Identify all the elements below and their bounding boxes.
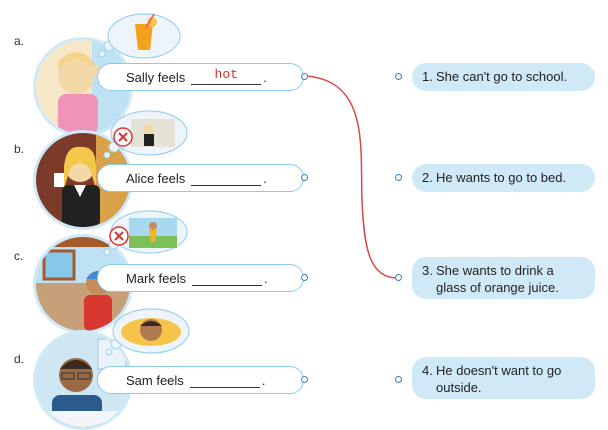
thought-bubble-sleeping	[105, 308, 190, 356]
option-4-line2: outside.	[436, 380, 482, 395]
item-letter-b: b.	[14, 142, 25, 156]
sentence-pill-d: Sam feels .	[97, 366, 304, 394]
option-2-number: 2.	[422, 170, 433, 185]
option-1-text: She can't go to school.	[436, 69, 568, 84]
answer-blank-a[interactable]: hot	[191, 68, 262, 85]
answer-blank-b[interactable]	[191, 170, 262, 186]
match-dot-right-4[interactable]	[395, 376, 402, 383]
thought-bubble-school-crossed	[103, 110, 188, 159]
option-3-line2: glass of orange juice.	[436, 280, 559, 295]
option-4-number: 4.	[422, 363, 433, 378]
answer-blank-c[interactable]	[191, 270, 262, 286]
thought-bubble-orange-juice	[98, 13, 181, 59]
thought-bubble-playing-crossed	[103, 210, 188, 256]
match-dot-right-3[interactable]	[395, 274, 402, 281]
item-letter-c: c.	[14, 249, 24, 263]
option-1: 1.She can't go to school.	[412, 63, 595, 91]
sentence-prefix-c: Mark feels	[126, 270, 186, 286]
match-dot-right-1[interactable]	[395, 73, 402, 80]
option-1-number: 1.	[422, 69, 433, 84]
match-dot-left-c[interactable]	[301, 274, 308, 281]
match-dot-left-b[interactable]	[301, 174, 308, 181]
option-2: 2.He wants to go to bed.	[412, 164, 595, 192]
sentence-pill-c: Mark feels .	[97, 264, 304, 292]
match-dot-left-a[interactable]	[301, 73, 308, 80]
option-4: 4.He doesn't want to go outside.	[412, 357, 595, 399]
option-4-line1: He doesn't want to go	[436, 363, 562, 378]
answer-blank-d[interactable]	[189, 372, 260, 388]
option-3-number: 3.	[422, 263, 433, 278]
option-3-line1: She wants to drink a	[436, 263, 554, 278]
sentence-pill-b: Alice feels .	[97, 164, 304, 192]
match-dot-right-2[interactable]	[395, 174, 402, 181]
sentence-prefix-b: Alice feels	[126, 170, 186, 186]
sentence-prefix-d: Sam feels	[126, 372, 184, 388]
item-letter-d: d.	[14, 352, 25, 366]
sentence-prefix-a: Sally feels	[126, 69, 186, 85]
option-2-text: He wants to go to bed.	[436, 170, 567, 185]
match-dot-left-d[interactable]	[301, 376, 308, 383]
item-letter-a: a.	[14, 34, 25, 48]
sentence-pill-a: Sally feels hot.	[97, 63, 304, 91]
option-3: 3.She wants to drink a glass of orange j…	[412, 257, 595, 299]
